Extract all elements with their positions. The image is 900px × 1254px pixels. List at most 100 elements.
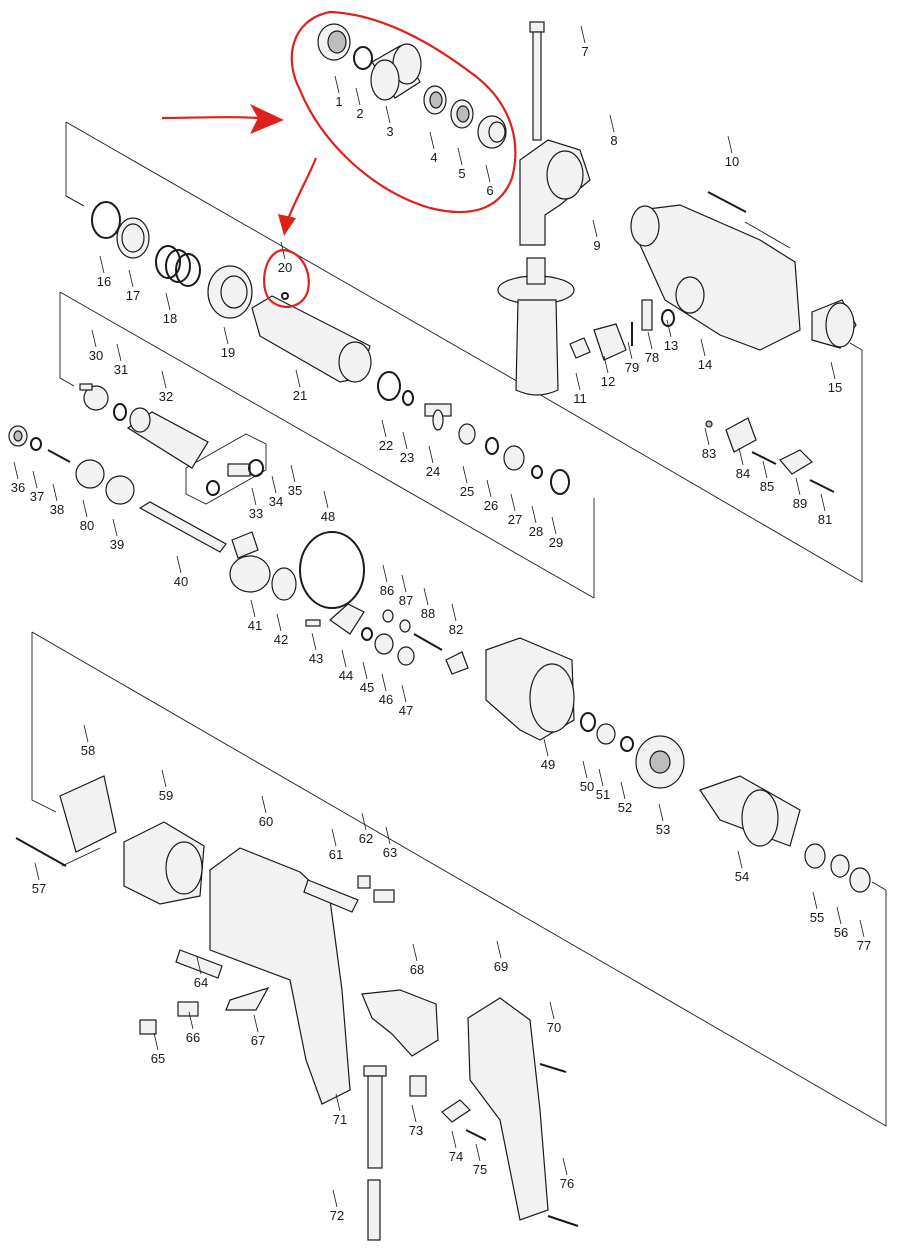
leader-line-44 (341, 649, 347, 668)
part-label-38: 38 (50, 502, 64, 517)
red-arrow-down (284, 157, 318, 225)
leader-line-34 (271, 475, 277, 494)
part-label-69: 69 (494, 959, 508, 974)
part-70-shape (539, 1063, 567, 1073)
part-5-shape (450, 99, 474, 129)
part-44-shape (329, 603, 365, 635)
part-59-shape (123, 821, 205, 905)
part-label-71: 71 (333, 1112, 347, 1127)
part-34-shape (227, 463, 251, 477)
part-label-2: 2 (356, 106, 363, 121)
leader-line-50 (582, 760, 588, 779)
part-label-9: 9 (593, 238, 600, 253)
leader-line-33 (251, 487, 257, 506)
part-label-41: 41 (248, 618, 262, 633)
part-14-shape (630, 204, 801, 351)
leader-line-48 (323, 490, 329, 509)
part-label-28: 28 (529, 524, 543, 539)
part-label-32: 32 (159, 389, 173, 404)
part-16-shape (91, 201, 121, 239)
leader-line-3 (385, 105, 391, 124)
part-36-shape (8, 425, 28, 447)
part-10-shape (707, 191, 747, 213)
leader-line-36 (13, 461, 19, 480)
part-61-shape (303, 879, 359, 913)
part-13-shape (661, 309, 675, 327)
part-label-80: 80 (80, 518, 94, 533)
part-3-shape (370, 43, 422, 101)
part-33-shape (206, 480, 220, 496)
part-label-85: 85 (760, 479, 774, 494)
part-7-shape (529, 21, 545, 141)
leader-line-59 (161, 769, 167, 788)
leader-line-38 (52, 483, 58, 502)
leader-line-39 (112, 518, 118, 537)
part-17-shape (116, 217, 150, 259)
part-number-labels: 1234567891011121314151617181920212223242… (11, 44, 871, 1223)
leader-line-35 (290, 464, 296, 483)
leader-line-86 (382, 564, 388, 583)
part-label-51: 51 (596, 787, 610, 802)
part-47-shape (397, 646, 415, 666)
leader-line-28 (531, 505, 537, 524)
part-label-61: 61 (329, 847, 343, 862)
part-42-shape (271, 567, 297, 601)
part-67-shape (225, 986, 270, 1011)
part-45-shape (361, 627, 373, 641)
part-88-shape (413, 633, 443, 651)
leader-line-14 (700, 338, 706, 357)
part-label-6: 6 (486, 183, 493, 198)
leader-line-75 (475, 1143, 481, 1162)
leader-line-49 (543, 738, 549, 757)
leader-line-77 (859, 919, 865, 938)
leader-lines (13, 25, 865, 1208)
part-label-66: 66 (186, 1030, 200, 1045)
red-arrowhead-right (250, 104, 284, 134)
part-label-64: 64 (194, 975, 208, 990)
part-41-shape (229, 531, 271, 593)
part-18-shape (155, 245, 201, 287)
part-62-shape (357, 875, 371, 889)
leader-line-1 (334, 75, 340, 94)
part-label-76: 76 (560, 1176, 574, 1191)
part-1-shape (317, 23, 351, 61)
part-label-42: 42 (274, 632, 288, 647)
leader-line-88 (423, 587, 429, 606)
part-30-shape (79, 383, 109, 411)
part-82-shape (445, 651, 469, 675)
leader-line-65 (153, 1032, 159, 1051)
part-label-19: 19 (221, 345, 235, 360)
part-label-7: 7 (581, 44, 588, 59)
leader-line-4 (429, 131, 435, 150)
part-37-shape (30, 437, 42, 451)
part-label-54: 54 (735, 869, 749, 884)
leader-line-79 (627, 341, 633, 360)
part-46-shape (374, 633, 394, 655)
leader-line-29 (551, 516, 557, 535)
leader-line-46 (381, 673, 387, 692)
leader-line-52 (620, 781, 626, 800)
parts-illustrations (8, 21, 871, 1241)
leader-line-54 (737, 850, 743, 869)
leader-line-73 (411, 1104, 417, 1123)
part-label-81: 81 (818, 512, 832, 527)
part-53-shape (635, 735, 685, 789)
part-label-5: 5 (458, 166, 465, 181)
part-label-31: 31 (114, 362, 128, 377)
part-label-73: 73 (409, 1123, 423, 1138)
part-label-75: 75 (473, 1162, 487, 1177)
part-label-44: 44 (339, 668, 353, 683)
part-label-82: 82 (449, 622, 463, 637)
part-68-shape (361, 989, 439, 1057)
leader-line-51 (598, 768, 604, 787)
part-label-50: 50 (580, 779, 594, 794)
leader-line-69 (496, 940, 502, 959)
part-4-shape (423, 85, 447, 115)
part-69-shape (467, 997, 549, 1221)
part-8-shape (519, 139, 591, 246)
part-label-70: 70 (547, 1020, 561, 1035)
part-9-shape (497, 257, 575, 396)
leader-line-81 (820, 493, 826, 512)
part-label-52: 52 (618, 800, 632, 815)
